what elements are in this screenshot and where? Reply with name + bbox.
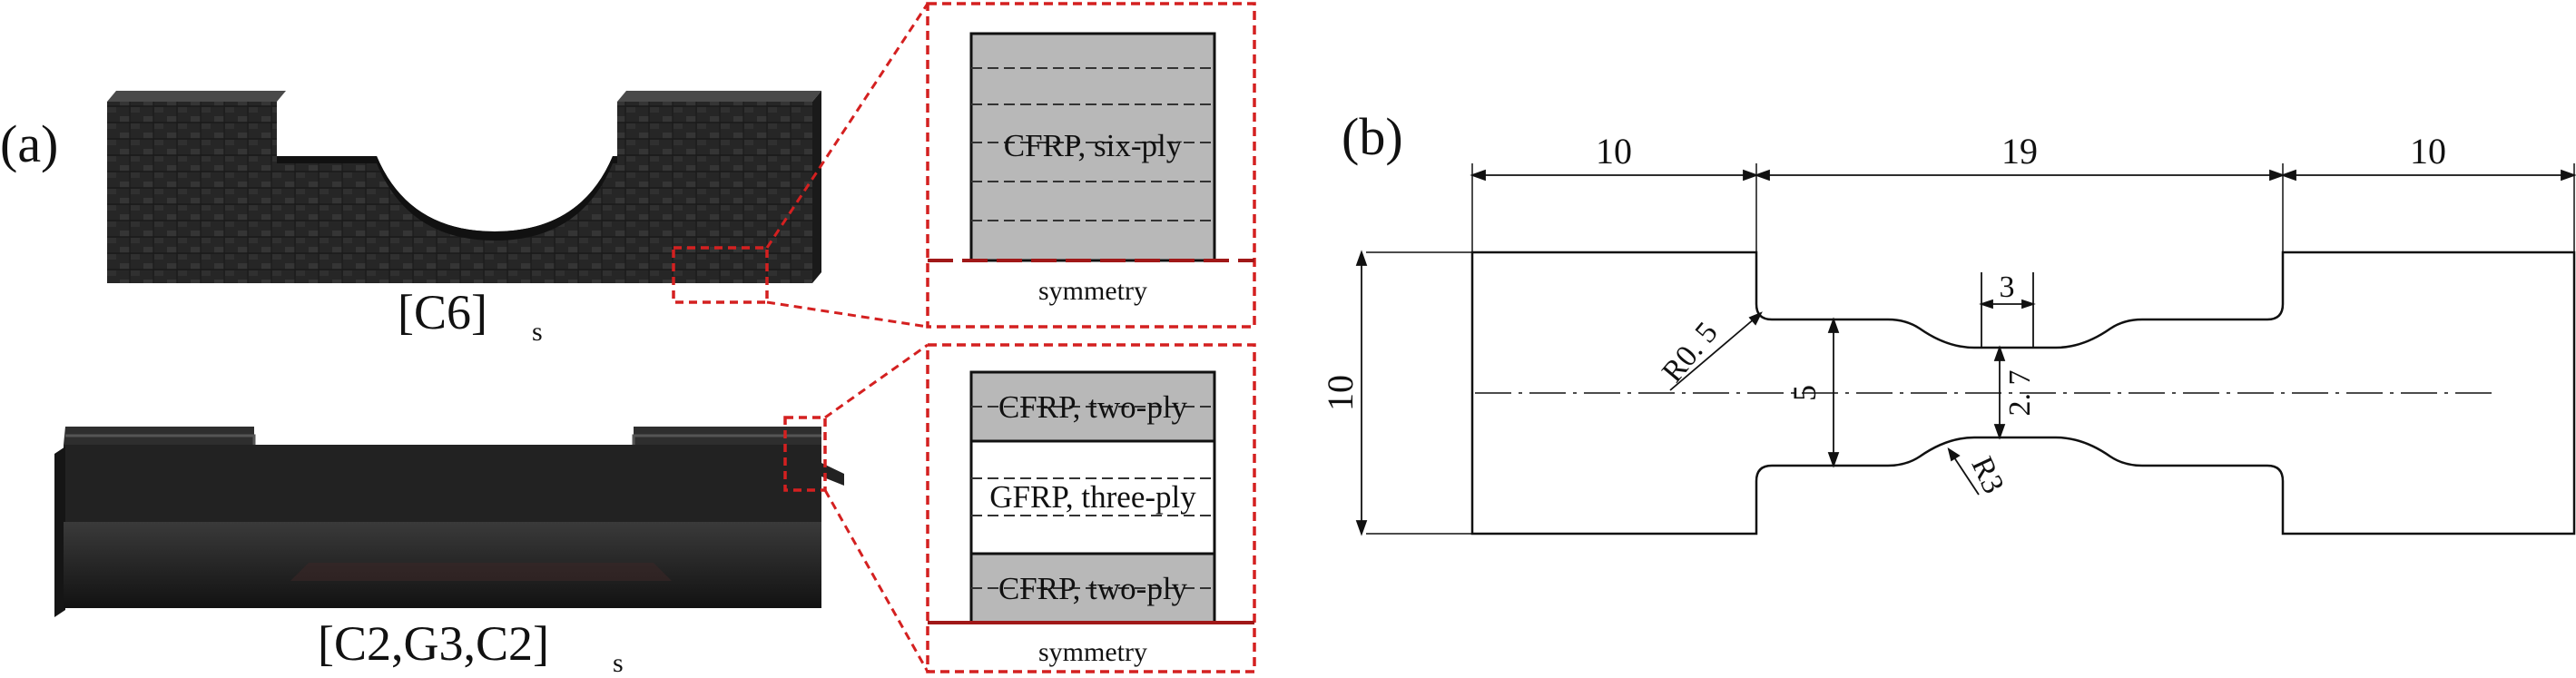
inset-bottom-layer-top-label: CFRP, two-ply [998,389,1188,425]
specimen-c6-photo [107,91,821,283]
inset-top-layer-label: CFRP, six-ply [1004,128,1183,163]
radius-large-label: R3 [1964,452,2010,499]
specimen-c2g3c2-label: [C2,G3,C2] s [318,616,624,678]
panel-a-label: (a) [0,114,58,173]
dim-narrow-length: 3 [2000,270,2015,304]
leader-line [765,3,929,249]
dim-shoulder-width: 5 [1786,385,1823,401]
callout-box-top [672,246,769,304]
dim-gauge-span: 19 [2001,131,2038,172]
leader-line [823,489,929,673]
svg-text:s: s [613,648,624,678]
panel-b-label: (b) [1342,107,1403,166]
callout-box-bottom [783,416,827,492]
inset-bottom-layer-middle-label: GFRP, three-ply [989,479,1196,515]
svg-text:s: s [532,317,543,347]
inset-top-symmetry-label: symmetry [1038,276,1147,306]
dim-right-grip: 10 [2410,131,2446,172]
inset-c6-layup: CFRP, six-ply symmetry [926,2,1256,329]
inset-bottom-symmetry-label: symmetry [1038,637,1147,667]
specimen-drawing [1366,163,2576,536]
svg-text:[C2,G3,C2]: [C2,G3,C2] [318,616,549,671]
inset-bottom-layer-bottom-label: CFRP, two-ply [998,571,1188,606]
inset-c2g3c2-layup: CFRP, two-ply GFRP, three-ply CFRP, two-… [926,343,1256,673]
specimen-c2g3c2-photo [54,427,844,617]
leader-line [824,343,929,419]
dim-neck-width: 2. 7 [2003,370,2037,417]
dimension-lines [1355,169,2576,536]
svg-text:[C6]: [C6] [398,285,487,339]
leader-line [766,300,929,329]
dim-overall-height: 10 [1320,375,1361,411]
dim-left-grip: 10 [1596,131,1632,172]
specimen-c6-label: [C6] s [398,285,543,347]
